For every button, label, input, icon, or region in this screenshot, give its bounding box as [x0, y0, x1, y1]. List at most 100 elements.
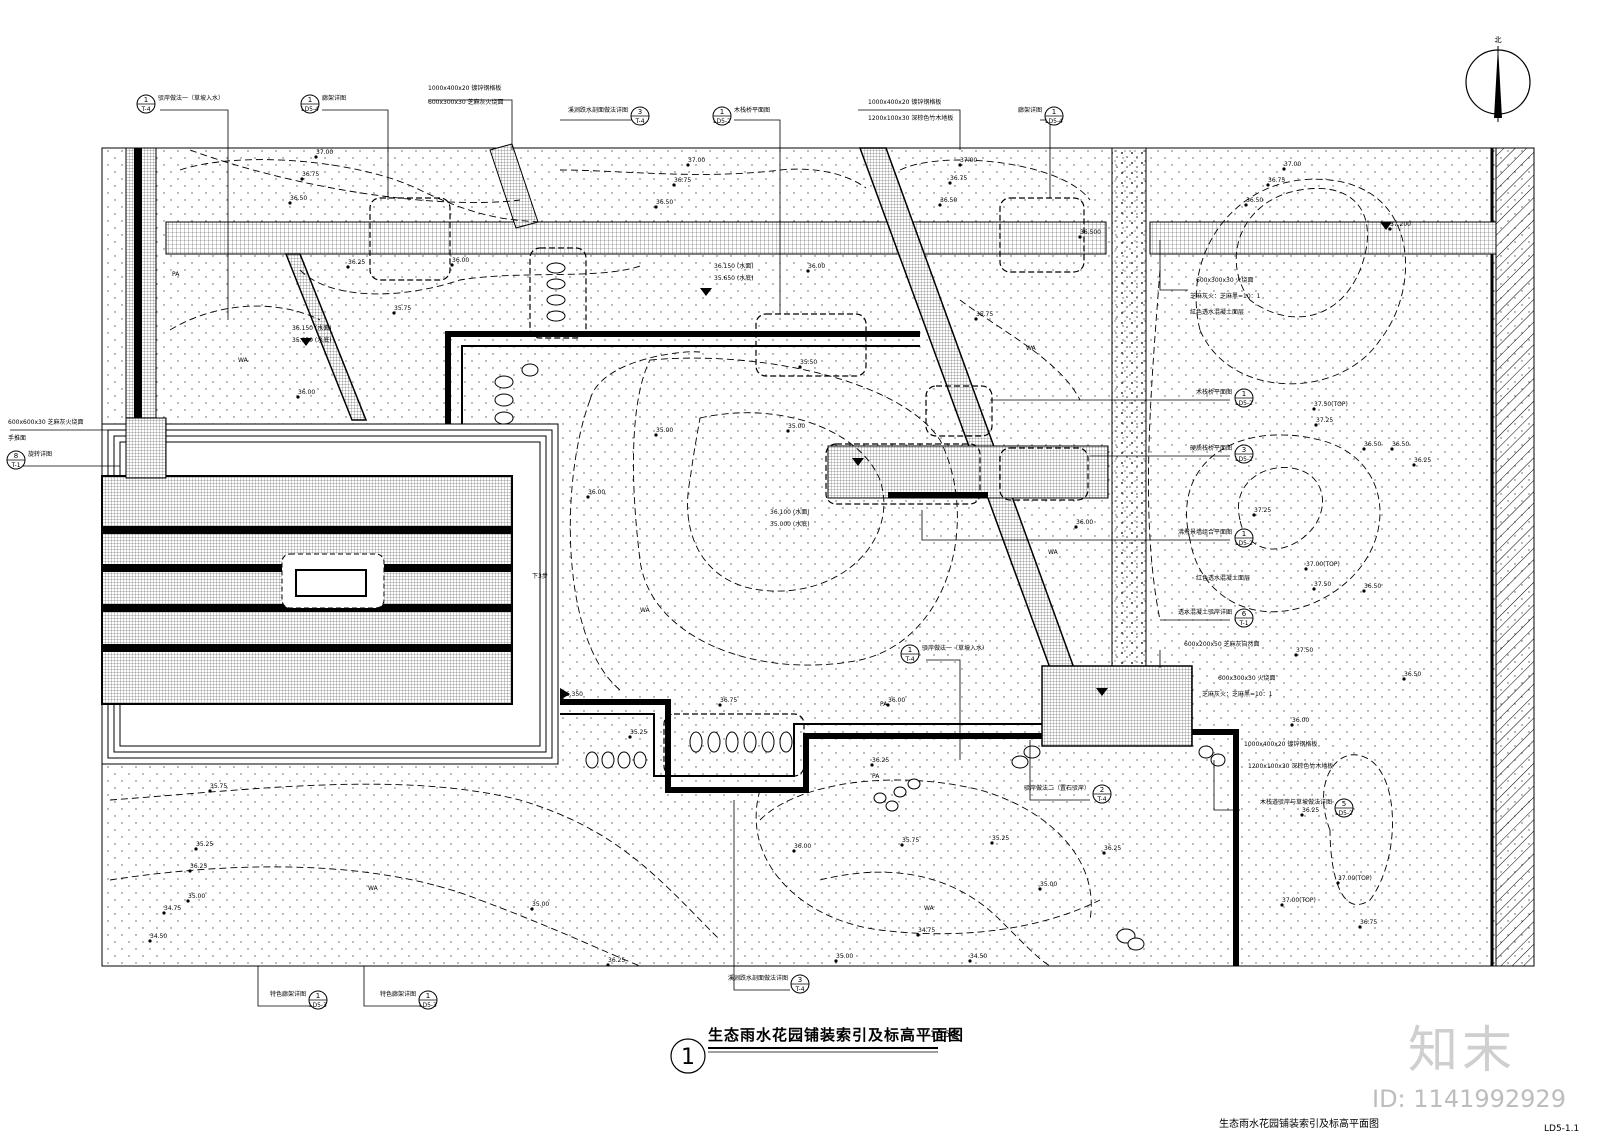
- elevation-value: 37.00: [688, 157, 705, 164]
- zone-label: PA: [172, 271, 180, 278]
- stepping-stones: [494, 262, 1226, 951]
- elevation-mark: 37.50: [1312, 581, 1331, 591]
- elevation-mark: 37.00: [686, 157, 705, 167]
- elevation-value: 36.00: [808, 263, 825, 270]
- elevation-value: 35.25: [196, 841, 213, 848]
- elevation-mark: 36.00: [586, 489, 605, 499]
- elevation-value: 36.350: [562, 691, 583, 698]
- elevation-value: 36.00: [452, 257, 469, 264]
- elevation-mark: 36.75: [718, 697, 737, 707]
- material-note: 芝麻灰火：芝麻黑=10：1: [1202, 690, 1273, 698]
- elevation-value: 35.00: [188, 893, 205, 900]
- elevation-value: 37.50: [1296, 647, 1313, 654]
- watermark-logo: 知末: [1408, 1021, 1516, 1079]
- elevation-marks: 37.0036.7536.5037.0036.7536.5037.0036.75…: [148, 149, 1431, 967]
- material-note: 1000x400x20 镀锌钢格板: [868, 98, 941, 106]
- drawing-title: 生态雨水花园铺装索引及标高平面图: [708, 1026, 965, 1044]
- material-note: 600x200x50 芝麻灰自然面: [1184, 640, 1260, 648]
- elevation-value: 36.00: [1076, 519, 1093, 526]
- water-surface: 36.150 (水面): [292, 324, 332, 332]
- zone-label: WA: [1048, 549, 1059, 556]
- elevation-mark: 36.50: [938, 197, 957, 207]
- elevation-value: 37.200: [1390, 221, 1411, 228]
- material-note: 600x300x30 芝麻灰火烧面: [428, 98, 504, 106]
- elevation-mark: 37.50: [1294, 647, 1313, 657]
- watermark-id: ID: 1141992929: [1372, 1085, 1566, 1113]
- elevation-mark: 36.75: [1358, 919, 1377, 929]
- water-bottom: 35.650 (水底): [714, 274, 754, 282]
- callout-text: 驳岸做法一（草坡入水）: [922, 644, 988, 652]
- callout-sheet: T-4: [1096, 796, 1106, 803]
- callout-text: 溪涧跌水剖面做法详图: [568, 106, 628, 114]
- elevation-value: 35.75: [902, 837, 919, 844]
- callout-sheet: LD5-2: [1235, 400, 1253, 407]
- title-number-circle: [670, 1038, 706, 1074]
- callout-text: 硬质栈桥平面图: [1190, 444, 1232, 452]
- elevation-value: 35.75: [210, 783, 227, 790]
- leader-lines: [10, 99, 1240, 1007]
- elevation-mark: 37.200: [1388, 221, 1411, 231]
- zone-label: WA: [368, 885, 379, 892]
- callout-sheet: T-4: [634, 118, 644, 125]
- elevation-value: 37.50(TOP): [1314, 401, 1348, 408]
- elevation-mark: 35.75: [392, 305, 411, 315]
- elevation-mark: 36.75: [300, 171, 319, 181]
- elevation-mark: 37.25: [1314, 417, 1333, 427]
- material-note: 600x300x30 火烧面: [1218, 674, 1276, 682]
- elevation-value: 35.25: [992, 835, 1009, 842]
- callout-number: 1: [426, 992, 430, 1000]
- callout-text: 沸煮景墙组合平面图: [1178, 528, 1232, 536]
- elevation-mark: 35.00: [530, 901, 549, 911]
- water-bottom: 35.650 (水底): [292, 336, 332, 344]
- callout-sheet: LD5-3: [419, 1002, 437, 1009]
- callout-sheet: T-1: [10, 462, 20, 469]
- sheet-title: 生态雨水花园铺装索引及标高平面图: [1219, 1119, 1379, 1130]
- elevation-mark: 34.75: [916, 927, 935, 937]
- elevation-value: 36.25: [872, 757, 889, 764]
- elevation-value: 35.00: [656, 427, 673, 434]
- elevation-value: 36.25: [1104, 845, 1121, 852]
- elevation-mark: 37.00(TOP): [1336, 875, 1372, 885]
- material-note: 1000x400x20 镀锌钢格板: [428, 84, 501, 92]
- callout-text: 廊架详图: [1018, 106, 1042, 114]
- water-bottom: 35.000 (水底): [770, 520, 810, 528]
- material-notes: 1000x400x20 镀锌钢格板 600x300x30 芝麻灰火烧面 1000x4…: [8, 84, 1333, 770]
- elevation-value: 35.50: [800, 359, 817, 366]
- elevation-value: 36.25: [1414, 457, 1431, 464]
- drawing-scale: 1:150: [930, 1030, 956, 1040]
- elevation-mark: 36.50: [1362, 583, 1381, 593]
- callout-number: 1: [308, 96, 312, 104]
- elevation-value: 36.500: [1080, 229, 1101, 236]
- elevation-mark: 37.25: [1252, 507, 1271, 517]
- material-note: 1000x400x20 镀锌钢格板: [1244, 740, 1317, 748]
- material-note: 600x600x30 芝麻灰火烧面: [8, 418, 84, 426]
- elevation-value: 36.00: [888, 697, 905, 704]
- elevation-mark: 35.75: [974, 311, 993, 321]
- callout-number: 3: [638, 108, 642, 116]
- elevation-value: 36.75: [950, 175, 967, 182]
- elevation-value: 36.50: [290, 195, 307, 202]
- zone-label: WA: [924, 905, 935, 912]
- elevation-mark: 36.00: [1290, 717, 1309, 727]
- gravel-strip: [1111, 147, 1147, 669]
- callout-sheet: T-1: [1238, 620, 1248, 627]
- callout-number: 8: [14, 452, 18, 460]
- callout-text: 廊架详图: [322, 94, 346, 102]
- west-plaza: [101, 423, 559, 765]
- material-note: 600x300x30 火烧面: [1196, 276, 1254, 284]
- elevation-mark: 36.25: [1412, 457, 1431, 467]
- elevation-mark: 35.25: [194, 841, 213, 851]
- elevation-mark: 36.25: [188, 863, 207, 873]
- elevation-value: 37.00(TOP): [1338, 875, 1372, 882]
- elevation-value: 36.50: [1392, 441, 1409, 448]
- title-number: 1: [681, 1045, 695, 1070]
- steel-grating-walkway: [165, 221, 1107, 255]
- elevation-value: 36.75: [302, 171, 319, 178]
- elevation-mark: 34.50: [968, 953, 987, 963]
- elevation-value: 36.50: [656, 199, 673, 206]
